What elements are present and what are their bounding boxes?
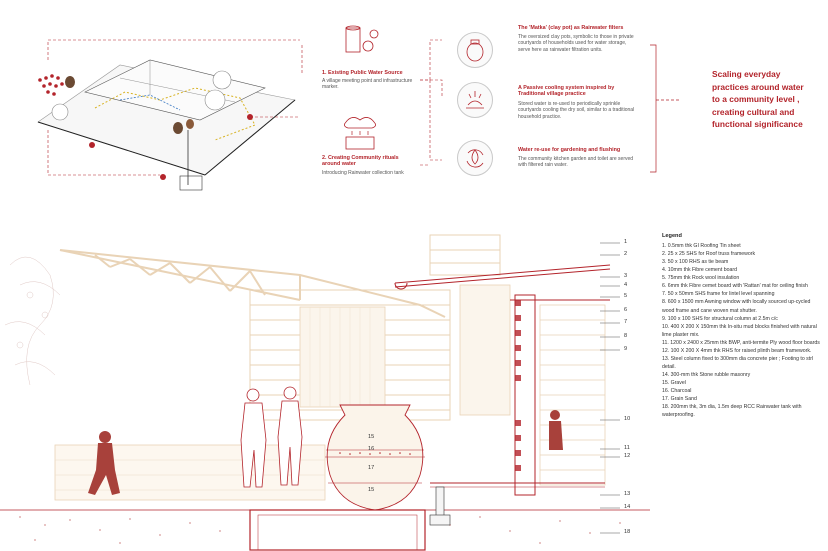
- pot-layer-gravel-bottom: 15: [368, 487, 375, 493]
- concept-title-2: 2. Creating Community rituals around wat…: [322, 155, 399, 168]
- callout-5: 5: [624, 293, 628, 299]
- legend-item: 18. 200mm thk, 3m dia, 1.5m deep RCC Rai…: [662, 404, 802, 419]
- legend-item: 3. 50 x 100 RHS as tie beam: [662, 259, 729, 266]
- bracket: [650, 44, 680, 173]
- practice-title-1: The 'Matka' (clay pot) as Rainwater filt…: [518, 25, 624, 31]
- legend: Legend 1. 0.5mm thk GI Roofing Tin sheet…: [662, 233, 822, 419]
- section-drawing: [0, 234, 650, 551]
- pot-layer-charcoal: 16: [368, 446, 375, 452]
- callout-18: 18: [624, 529, 631, 535]
- callout-8: 8: [624, 333, 628, 339]
- legend-item: 1. 0.5mm thk GI Roofing Tin sheet: [662, 243, 741, 249]
- recycle-water-icon: [457, 140, 493, 176]
- concept-title-1: 1. Existing Public Water Source: [322, 70, 403, 76]
- callout-10: 10: [624, 416, 631, 422]
- legend-item: 11. 1200 x 2400 x 25mm thk BWP, anti-ter…: [662, 339, 820, 346]
- legend-item: 2. 25 x 25 SHS for Roof truss framework: [662, 251, 756, 258]
- practice-title-2: A Passive cooling system inspired by Tra…: [518, 85, 615, 98]
- callout-2: 2: [624, 251, 628, 257]
- callout-4: 4: [624, 282, 628, 288]
- legend-item: 8. 600 x 1500 mm Awning window with loca…: [662, 299, 811, 314]
- pot-layer-gravel-top: 15: [368, 434, 375, 440]
- callout-13: 13: [624, 491, 631, 497]
- callout-11: 11: [624, 445, 630, 451]
- axonometric-site-drawing: [37, 39, 300, 191]
- legend-item: 5. 75mm thk Rock wool insulation: [662, 275, 740, 282]
- sprinkle-icon: [457, 82, 493, 118]
- practice-title-3: Water re-use for gardening and flushing: [518, 147, 621, 153]
- legend-item: 10. 400 X 200 X 150mm thk In-situ mud bl…: [662, 323, 817, 338]
- legend-item: 15. Gravel: [662, 380, 686, 387]
- legend-item: 16. Charcoal: [662, 388, 692, 395]
- clay-pot-icon: [457, 32, 493, 68]
- legend-item: 9. 100 x 100 SHS for structural column a…: [662, 315, 778, 322]
- connector-lines: [301, 39, 443, 166]
- callout-leaders: [600, 242, 620, 534]
- callout-9: 9: [624, 346, 628, 352]
- legend-item: 12. 100 X 200 X 4mm thk RHS for raised p…: [662, 347, 812, 354]
- callout-6: 6: [624, 307, 628, 313]
- pot-layer-sand: 17: [368, 465, 375, 471]
- concept-body-2: Introducing Rainwater collection tank: [322, 170, 404, 176]
- callout-7: 7: [624, 319, 628, 325]
- legend-item: 17. Grain Sand: [662, 396, 697, 403]
- legend-item: 13. Steel column fixed to 300mm dia conc…: [662, 355, 814, 370]
- water-source-icon: [345, 25, 379, 53]
- legend-item: 7. 50 x 50mm SHS frame for lintel level …: [662, 291, 775, 298]
- callout-1: 1: [624, 239, 628, 245]
- legend-item: 14. 300-mm thk Stone rubble masonry: [662, 372, 751, 378]
- practice-body-3: The community kitchen garden and toilet …: [518, 156, 634, 169]
- legend-title: Legend: [662, 233, 682, 239]
- legend-items: 1. 0.5mm thk GI Roofing Tin sheet 2. 25 x…: [662, 242, 822, 419]
- clay-pot-section: [325, 404, 425, 511]
- scaling-statement: Scaling everyday practices around water …: [712, 69, 804, 130]
- callout-3: 3: [624, 273, 628, 279]
- legend-item: 6. 6mm thk Fibre cemet board with 'Ratta…: [662, 283, 808, 290]
- practice-body-1: The oversized clay pots, symbolic to tho…: [518, 34, 634, 53]
- callout-14: 14: [624, 504, 631, 510]
- callout-12: 12: [624, 453, 631, 459]
- legend-item: 4. 10mm thk Fibre cement board: [662, 267, 737, 274]
- rainwater-tank-icon: [344, 117, 376, 150]
- practice-body-2: Stored water is re-used to periodically …: [518, 101, 635, 120]
- concept-body-1: A village meeting point and infrastructu…: [322, 78, 413, 91]
